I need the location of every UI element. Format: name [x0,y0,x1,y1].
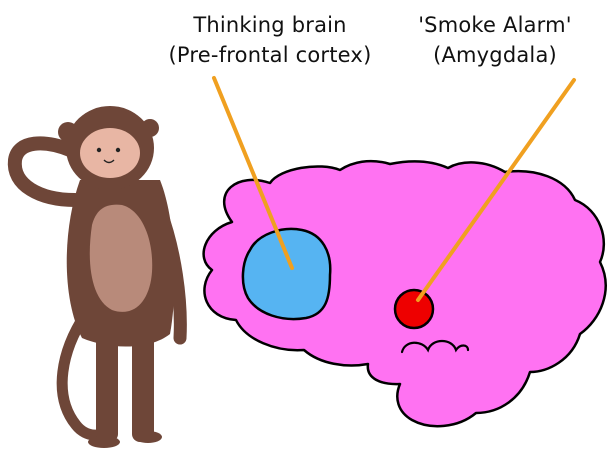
amygdala-label: 'Smoke Alarm' (Amygdala) [405,10,585,70]
monkey-right-eye [116,148,120,152]
amygdala-region [395,290,433,328]
prefrontal-cortex-label: Thinking brain (Pre-frontal cortex) [150,10,390,70]
monkey-left-eye [97,148,101,152]
amygdala-label-title: 'Smoke Alarm' [405,10,585,40]
prefrontal-label-subtitle: (Pre-frontal cortex) [150,40,390,70]
monkey-right-foot [134,431,162,443]
monkey-left-leg [96,330,118,442]
prefrontal-cortex-region [243,229,330,319]
amygdala-label-subtitle: (Amygdala) [405,40,585,70]
monkey-illustration [15,106,181,448]
monkey-right-leg [132,330,154,442]
monkey-face [80,128,140,178]
prefrontal-label-title: Thinking brain [150,10,390,40]
monkey-raised-arm [15,143,75,200]
monkey-left-foot [88,436,120,448]
